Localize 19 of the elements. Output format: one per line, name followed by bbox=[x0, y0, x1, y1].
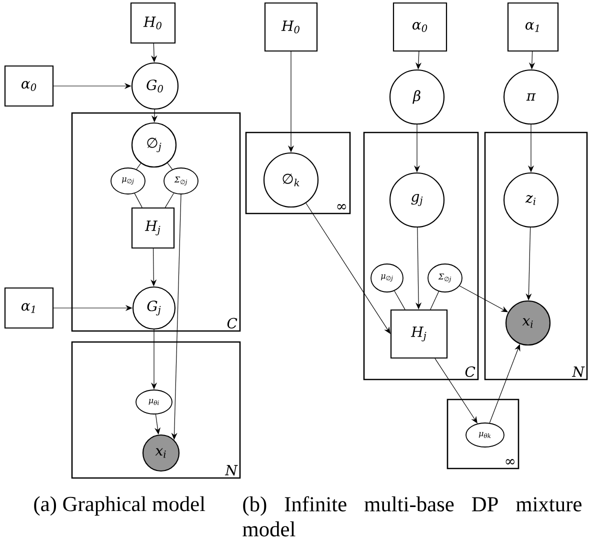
connector-line bbox=[430, 291, 440, 310]
variable-box: α$_{0}$ bbox=[4, 65, 54, 107]
subfigure-caption: (b) Infinite multi-base DP mixture model bbox=[242, 496, 582, 536]
variable-box: H$_{j}$ bbox=[390, 309, 448, 359]
connector-line bbox=[164, 192, 174, 208]
arrow bbox=[434, 358, 478, 424]
connector-line bbox=[394, 290, 406, 310]
variable-box: α$_{1}$ bbox=[507, 2, 559, 52]
variable-box: H$_{0}$ bbox=[264, 2, 318, 52]
arrow bbox=[489, 344, 520, 424]
connector-line bbox=[136, 162, 142, 170]
variable-box: H$_{j}$ bbox=[131, 207, 175, 249]
arrow bbox=[306, 202, 390, 334]
variable-box: α$_{1}$ bbox=[4, 287, 54, 329]
variable-box: α$_{0}$ bbox=[392, 2, 448, 52]
variable-box: H$_{0}$ bbox=[130, 2, 176, 44]
connector-line bbox=[167, 162, 173, 170]
subfigure-caption: (a) Graphical model bbox=[34, 496, 206, 516]
connector-line bbox=[134, 193, 142, 208]
